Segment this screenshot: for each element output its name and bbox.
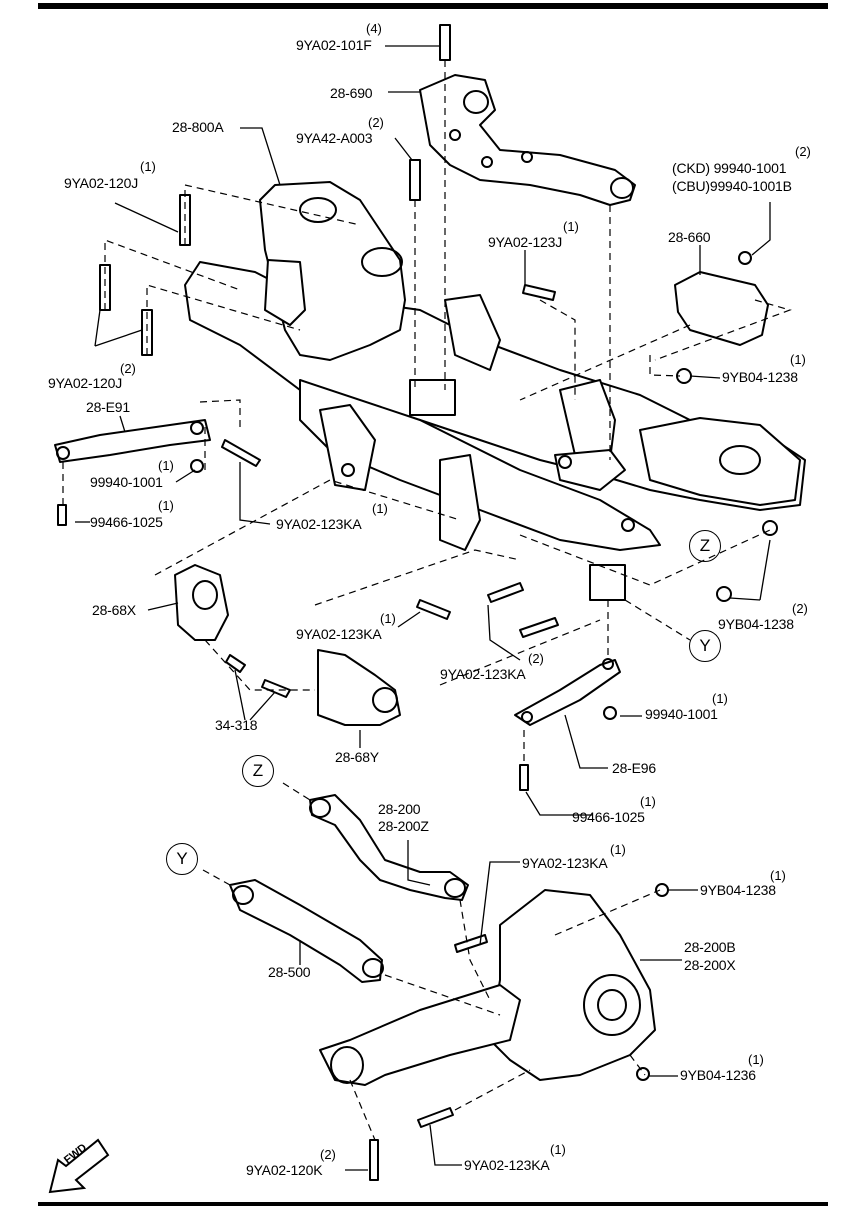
part-28-800a: 28-800A xyxy=(172,119,224,135)
part-9ya02-123ka-a: 9YA02-123KA xyxy=(276,516,362,532)
part-9ya02-120j-a: 9YA02-120J xyxy=(64,175,139,191)
mount-28-68y xyxy=(317,649,401,726)
top-border xyxy=(38,3,828,9)
part-cbu-99940-1001b: (CBU)99940-1001B xyxy=(672,178,792,194)
qty-9ya02-123ka-a: (1) xyxy=(372,501,388,516)
callout-z-lower: Z xyxy=(242,755,274,787)
part-28-200z: 28-200Z xyxy=(378,818,429,834)
qty-9yb04-1238-a: (1) xyxy=(790,352,806,367)
part-28-200x: 28-200X xyxy=(684,957,736,973)
link-28-e91 xyxy=(54,419,211,463)
part-9ya02-123ka-e: 9YA02-123KA xyxy=(464,1157,550,1173)
part-28-68x: 28-68X xyxy=(92,602,136,618)
part-99940-1001-a: 99940-1001 xyxy=(90,474,163,490)
lower-arm xyxy=(319,984,521,1086)
part-9ya42-a003: 9YA42-A003 xyxy=(296,130,373,146)
link-28-e96 xyxy=(514,659,621,726)
part-28-e91: 28-E91 xyxy=(86,399,130,415)
callout-y-lower: Y xyxy=(166,843,198,875)
part-9yb04-1238-b: 9YB04-1238 xyxy=(718,616,794,632)
arm-28-500 xyxy=(229,879,383,983)
qty-9ya02-120k: (2) xyxy=(320,1147,336,1162)
qty-9ya02-120j-a: (1) xyxy=(140,159,156,174)
fwd-arrow xyxy=(48,1138,110,1194)
part-9ya02-120k: 9YA02-120K xyxy=(246,1162,323,1178)
part-28-e96: 28-E96 xyxy=(612,760,656,776)
mount-28-660 xyxy=(674,271,769,346)
part-9yb04-1236: 9YB04-1236 xyxy=(680,1067,756,1083)
part-28-200: 28-200 xyxy=(378,801,421,817)
knuckle-28-200b xyxy=(489,889,656,1081)
qty-9ya02-123ka-b: (1) xyxy=(380,611,396,626)
part-9yb04-1238-c: 9YB04-1238 xyxy=(700,882,776,898)
qty-9ya02-120j-b: (2) xyxy=(120,361,136,376)
part-9ya02-120j-b: 9YA02-120J xyxy=(48,375,123,391)
qty-99940-1001-b: (1) xyxy=(712,691,728,706)
qty-99466-1025-a: (1) xyxy=(158,498,174,513)
qty-9yb04-1238-c: (1) xyxy=(770,868,786,883)
callout-z-upper: Z xyxy=(689,530,721,562)
part-99466-1025-b: 99466-1025 xyxy=(572,809,645,825)
part-99466-1025-a: 99466-1025 xyxy=(90,514,163,530)
part-9ya02-123ka-d: 9YA02-123KA xyxy=(522,855,608,871)
callout-y-upper: Y xyxy=(689,630,721,662)
qty-9ya42-a003: (2) xyxy=(368,115,384,130)
part-9ya02-123ka-b: 9YA02-123KA xyxy=(296,626,382,642)
qty-99940-1001-a: (1) xyxy=(158,458,174,473)
part-99940-1001-b: 99940-1001 xyxy=(645,706,718,722)
part-28-200b: 28-200B xyxy=(684,939,736,955)
arm-28-200 xyxy=(309,794,469,901)
qty-9ya02-123ka-d: (1) xyxy=(610,842,626,857)
qty-9yb04-1236: (1) xyxy=(748,1052,764,1067)
part-9ya02-101f: 9YA02-101F xyxy=(296,37,372,53)
part-9yb04-1238-a: 9YB04-1238 xyxy=(722,369,798,385)
qty-9ya02-101f: (4) xyxy=(366,21,382,36)
part-28-68y: 28-68Y xyxy=(335,749,379,765)
qty-99940-1001-ckd: (2) xyxy=(795,144,811,159)
qty-9yb04-1238-b: (2) xyxy=(792,601,808,616)
part-28-500: 28-500 xyxy=(268,964,311,980)
mount-28-68x xyxy=(174,564,229,641)
part-28-690: 28-690 xyxy=(330,85,373,101)
qty-9ya02-123ka-e: (1) xyxy=(550,1142,566,1157)
bracket-28-690 xyxy=(419,74,636,206)
crossmember-assembly xyxy=(184,181,806,551)
part-28-660: 28-660 xyxy=(668,229,711,245)
part-9ya02-123ka-c: 9YA02-123KA xyxy=(440,666,526,682)
part-34-318: 34-318 xyxy=(215,717,258,733)
qty-9ya02-123ka-c: (2) xyxy=(528,651,544,666)
qty-9ya02-123j: (1) xyxy=(563,219,579,234)
qty-99466-1025-b: (1) xyxy=(640,794,656,809)
part-ckd-99940-1001: (CKD) 99940-1001 xyxy=(672,160,787,176)
part-9ya02-123j: 9YA02-123J xyxy=(488,234,563,250)
bottom-border xyxy=(38,1202,828,1206)
